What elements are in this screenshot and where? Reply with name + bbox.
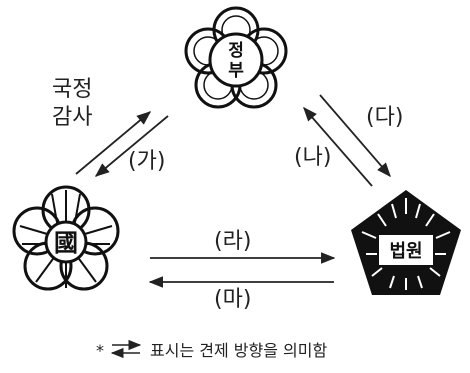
- annotation-line1: 국정: [52, 77, 92, 102]
- national-assembly-seal: 國: [12, 185, 120, 291]
- legend: * 표시는 견제 방향을 의미함: [96, 339, 327, 360]
- edge-label-ra: (라): [214, 229, 251, 254]
- arrow-na-court-to-government: [303, 106, 373, 187]
- legend-text: 표시는 견제 방향을 의미함: [150, 341, 327, 360]
- national-assembly-seal-text: 國: [54, 229, 78, 257]
- legend-asterisk: *: [96, 341, 104, 360]
- court-seal: 법원: [351, 190, 461, 295]
- government-seal: 정 부: [184, 6, 288, 109]
- edge-label-ma: (마): [214, 287, 251, 312]
- arrow-ga-assembly-to-government-tail: [94, 115, 169, 177]
- arrow-ga-assembly-to-government: [75, 111, 152, 175]
- edge-label-ga: (가): [128, 149, 165, 174]
- court-seal-text: 법원: [389, 241, 422, 262]
- double-arrow-icon: [110, 339, 142, 359]
- government-seal-bottom-text: 부: [228, 61, 244, 81]
- edge-label-da: (다): [366, 105, 403, 130]
- annotation-line2: 감사: [52, 105, 92, 130]
- arrow-da-government-to-court: [319, 94, 391, 178]
- edge-label-na: (나): [294, 145, 331, 170]
- government-seal-top-text: 정: [228, 41, 244, 61]
